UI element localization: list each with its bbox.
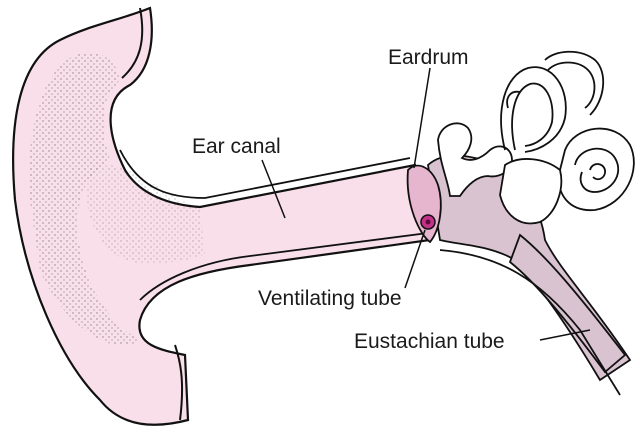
ear-canal-wall	[119, 149, 411, 199]
ear-canal-label: Ear canal	[192, 135, 281, 158]
ventilating-tube-leader	[404, 229, 426, 289]
ventilating-tube-label: Ventilating tube	[258, 287, 402, 310]
cochlea	[558, 127, 635, 211]
eustachian-tube-leader	[539, 329, 591, 341]
ear-canal-leader	[261, 159, 286, 219]
eardrum-label: Eardrum	[388, 46, 469, 69]
pinna-shading	[29, 52, 140, 346]
eustachian-tube-label: Eustachian tube	[354, 330, 505, 353]
eustachian-tube-shape	[508, 233, 627, 374]
ossicles	[437, 122, 513, 197]
eustachian-outer-wall	[439, 249, 621, 396]
top-skin-edge	[121, 7, 144, 79]
eardrum-leader	[413, 67, 431, 169]
concha-shading	[86, 164, 205, 264]
earlobe-edge	[174, 344, 184, 421]
outer-ear-pinna	[12, 6, 432, 426]
vestibule	[499, 158, 563, 225]
ear-canal-floor	[139, 232, 429, 301]
semicircular-canals	[500, 50, 605, 153]
